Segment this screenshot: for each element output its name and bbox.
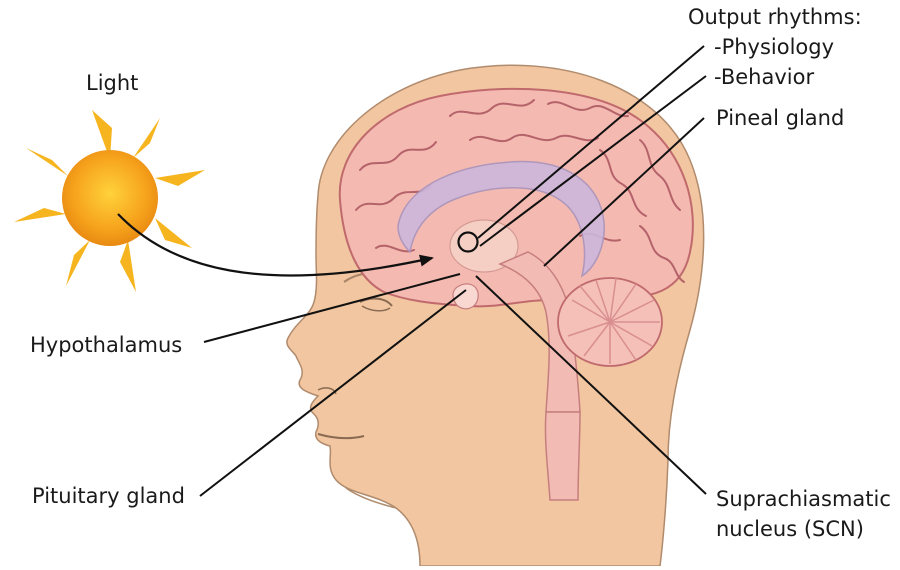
- label-pineal-gland: Pineal gland: [716, 106, 845, 130]
- brain-illustration: [338, 87, 694, 501]
- leader-pituitary: [199, 289, 467, 497]
- label-output-title: Output rhythms:: [688, 5, 862, 29]
- label-hypothalamus: Hypothalamus: [30, 333, 183, 357]
- leader-physiology: [477, 45, 705, 239]
- label-output-behavior: -Behavior: [714, 65, 815, 89]
- label-light: Light: [86, 71, 139, 95]
- output-marker: [457, 231, 479, 253]
- label-scn-line2: nucleus (SCN): [716, 517, 864, 541]
- label-output-rhythms: Output rhythms: -Physiology -Behavior: [688, 2, 862, 92]
- light-arrow: [117, 213, 434, 277]
- sun-icon: [14, 110, 205, 292]
- label-output-physiology: -Physiology: [714, 35, 835, 59]
- label-scn-line1: Suprachiasmatic: [716, 487, 891, 511]
- leader-hypothalamus: [203, 273, 461, 343]
- label-pituitary-gland: Pituitary gland: [32, 484, 185, 508]
- leader-scn: [475, 275, 707, 495]
- leader-behavior: [479, 75, 707, 247]
- leader-pineal: [543, 117, 705, 267]
- label-scn: Suprachiasmatic nucleus (SCN): [716, 484, 891, 544]
